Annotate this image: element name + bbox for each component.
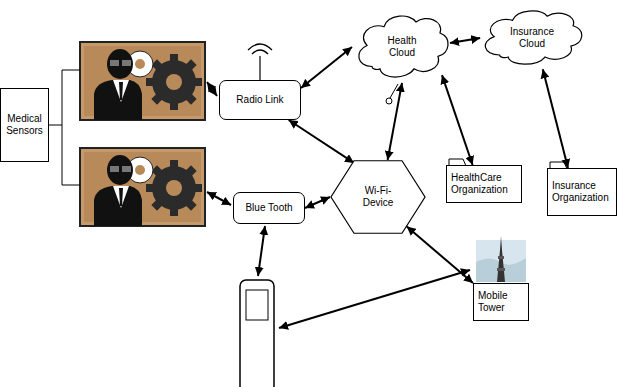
node-label: Mobile Tower — [478, 290, 524, 314]
mobile-phone — [240, 280, 274, 387]
cloud-shape — [359, 16, 448, 77]
cloud-shape — [485, 11, 581, 64]
sensor-illustration — [80, 148, 205, 226]
connector-arrow — [442, 75, 473, 165]
sensor-box: Medical Sensors — [0, 88, 49, 162]
node-content: Wi-Fi-Device — [355, 185, 401, 209]
organization-box: HealthCare Organization — [446, 165, 522, 203]
sensor-link-arrow — [207, 82, 217, 96]
plug-symbol — [386, 98, 392, 104]
node-label: Insurance Cloud — [502, 26, 562, 50]
node-label: Medical Sensors — [5, 113, 44, 137]
tower-illustration — [476, 236, 526, 282]
connector-arrow — [407, 227, 473, 283]
sensor-illustration — [80, 42, 205, 120]
node-label: HealthCare Organization — [451, 172, 517, 196]
node-content: Mobile Tower — [478, 290, 524, 314]
sensor-bracket — [44, 70, 80, 185]
node-content: Blue Tooth — [245, 202, 292, 214]
link-box: Radio Link — [219, 80, 301, 120]
node-content: Insurance Cloud — [502, 26, 562, 50]
node-label: Blue Tooth — [245, 202, 292, 214]
node-label: Health Cloud — [377, 35, 427, 59]
cloud-node: Insurance Cloud — [478, 4, 586, 72]
connector-arrow — [289, 120, 354, 163]
link-box: Blue Tooth — [233, 192, 305, 224]
node-content: Health Cloud — [377, 35, 427, 59]
connector-arrow — [388, 83, 402, 160]
organization-box: Insurance Organization — [547, 168, 617, 216]
phone-link-arrow — [279, 270, 470, 328]
antenna-icon — [248, 44, 272, 80]
node-label: Wi-Fi-Device — [355, 185, 401, 209]
device-hexagon: Wi-Fi-Device — [330, 160, 426, 234]
sensor-link-arrow — [207, 192, 231, 205]
node-content: Radio Link — [236, 94, 283, 106]
connector-arrow — [543, 69, 568, 168]
cloud-node: Health Cloud — [352, 8, 452, 86]
hexagon-shape — [331, 161, 425, 234]
tower-box: Mobile Tower — [473, 283, 529, 321]
connector-arrow — [301, 47, 352, 88]
node-content: HealthCare Organization — [451, 172, 517, 196]
node-content: Medical Sensors — [5, 113, 44, 137]
node-label: Insurance Organization — [552, 180, 612, 204]
node-content: Insurance Organization — [552, 180, 612, 204]
phone-link-arrow — [258, 226, 265, 276]
connector-arrow — [450, 38, 480, 43]
plug-line — [390, 84, 398, 98]
node-label: Radio Link — [236, 94, 283, 106]
connector-arrow — [305, 197, 330, 208]
